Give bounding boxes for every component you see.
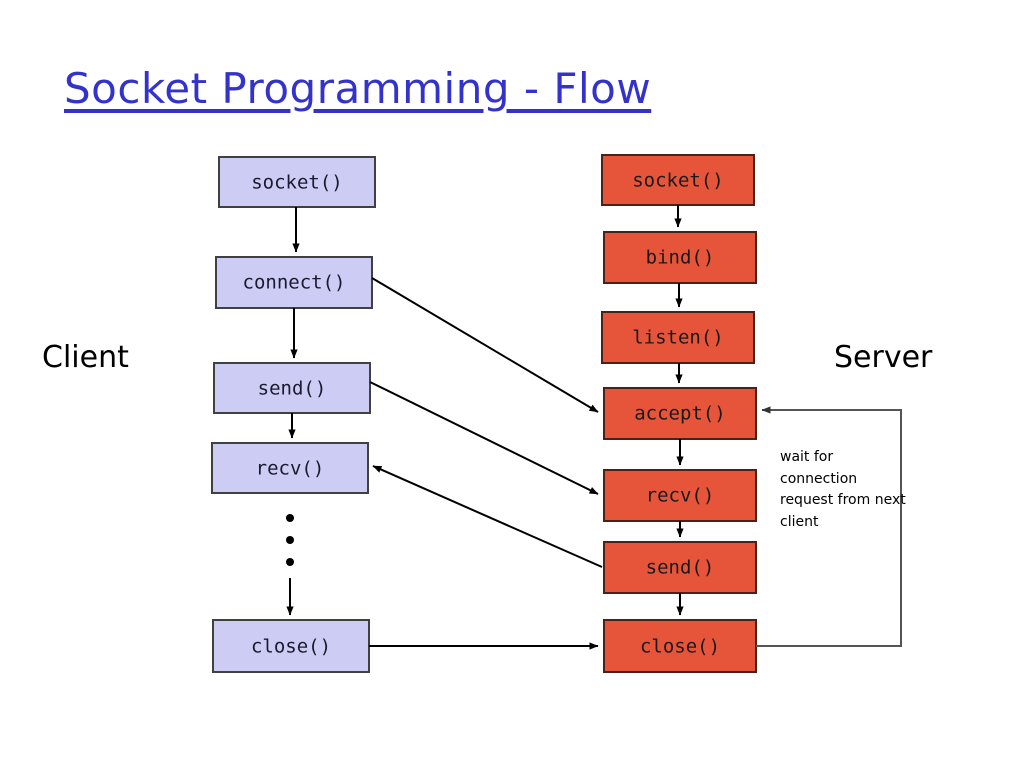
note-line-3: request from next [780, 492, 906, 509]
client-box-close[interactable]: close() [212, 619, 370, 673]
server-box-bind-label: bind() [646, 247, 715, 269]
server-box-send-label: send() [646, 557, 715, 579]
note-line-2: connection [780, 470, 858, 487]
arrow-server-send-to-client-recv [372, 465, 603, 568]
note-line-1: wait for [780, 449, 834, 465]
server-box-listen-label: listen() [632, 327, 724, 349]
server-column-label: Server [834, 340, 933, 375]
server-box-recv-label: recv() [646, 485, 715, 507]
server-box-socket[interactable]: socket() [601, 154, 755, 206]
server-box-socket-label: socket() [632, 170, 724, 192]
client-box-send-label: send() [258, 378, 327, 400]
server-box-recv[interactable]: recv() [603, 469, 757, 522]
arrow-client-connect-to-server-accept [371, 277, 599, 413]
server-box-send[interactable]: send() [603, 541, 757, 594]
client-box-close-label: close() [251, 636, 331, 658]
client-box-socket-label: socket() [251, 172, 343, 194]
note-line-4: client [780, 514, 819, 531]
wait-for-connection-note: wait for connection request from next cl… [780, 447, 952, 534]
client-box-connect[interactable]: connect() [215, 256, 373, 309]
client-box-recv-label: recv() [256, 458, 325, 480]
loop-server-close-to-accept [756, 406, 902, 647]
client-box-recv[interactable]: recv() [211, 442, 369, 494]
client-box-send[interactable]: send() [213, 362, 371, 414]
client-ellipsis-dots [286, 514, 294, 566]
client-box-socket[interactable]: socket() [218, 156, 376, 208]
server-box-close[interactable]: close() [603, 619, 757, 673]
server-box-accept-label: accept() [634, 403, 726, 425]
client-column-label: Client [42, 340, 129, 375]
server-box-bind[interactable]: bind() [603, 231, 757, 284]
server-box-close-label: close() [640, 636, 720, 658]
arrow-client-send-to-server-recv [369, 381, 599, 495]
page-title: Socket Programming - Flow [64, 64, 652, 113]
server-box-listen[interactable]: listen() [601, 311, 755, 364]
client-box-connect-label: connect() [243, 272, 346, 294]
server-box-accept[interactable]: accept() [603, 387, 757, 440]
